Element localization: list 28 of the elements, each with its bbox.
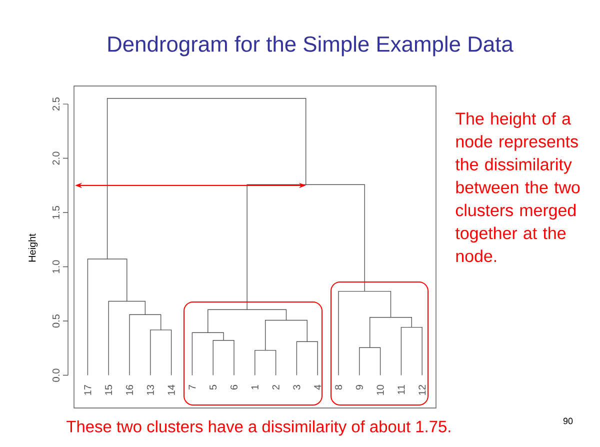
title: Dendrogram for the Simple Example Data bbox=[108, 36, 514, 56]
leaf-label: 14 bbox=[168, 384, 175, 395]
leaf-label: 15 bbox=[105, 384, 112, 395]
leaf-label: 7 bbox=[188, 385, 196, 390]
page-number: 90 bbox=[563, 418, 573, 424]
leaf-label: 17 bbox=[84, 385, 92, 395]
tick-label: 0.5 bbox=[52, 314, 60, 328]
annotation: The height of a node represents the dissimilarity between the two clusters merged together at the node. bbox=[455, 112, 580, 262]
leaf-label: 12 bbox=[418, 385, 426, 395]
leaf-label: 13 bbox=[146, 384, 154, 395]
note: These two clusters have a dissimilarity of about 1.75. bbox=[66, 420, 450, 436]
leaf-label: 9 bbox=[356, 384, 363, 390]
leaf-label: 3 bbox=[293, 384, 300, 390]
tick-label: 2.0 bbox=[52, 152, 60, 165]
leaf-label: 16 bbox=[126, 384, 134, 395]
leaf-label: 8 bbox=[334, 384, 342, 390]
leaf-label: 6 bbox=[230, 384, 238, 390]
leaf-label: 2 bbox=[272, 385, 280, 390]
tick-label: 1.5 bbox=[52, 206, 60, 219]
leaf-label: 10 bbox=[376, 384, 384, 395]
tick-label: 1.0 bbox=[52, 260, 60, 273]
leaf-label: 5 bbox=[210, 384, 217, 390]
leaf-label: 4 bbox=[314, 384, 322, 390]
tick-label: 2.5 bbox=[52, 98, 60, 110]
tick-label: 0.0 bbox=[52, 368, 60, 382]
leaf-label: 11 bbox=[398, 384, 405, 394]
axis-label: Height bbox=[28, 234, 38, 262]
leaf-label: 1 bbox=[251, 384, 258, 390]
